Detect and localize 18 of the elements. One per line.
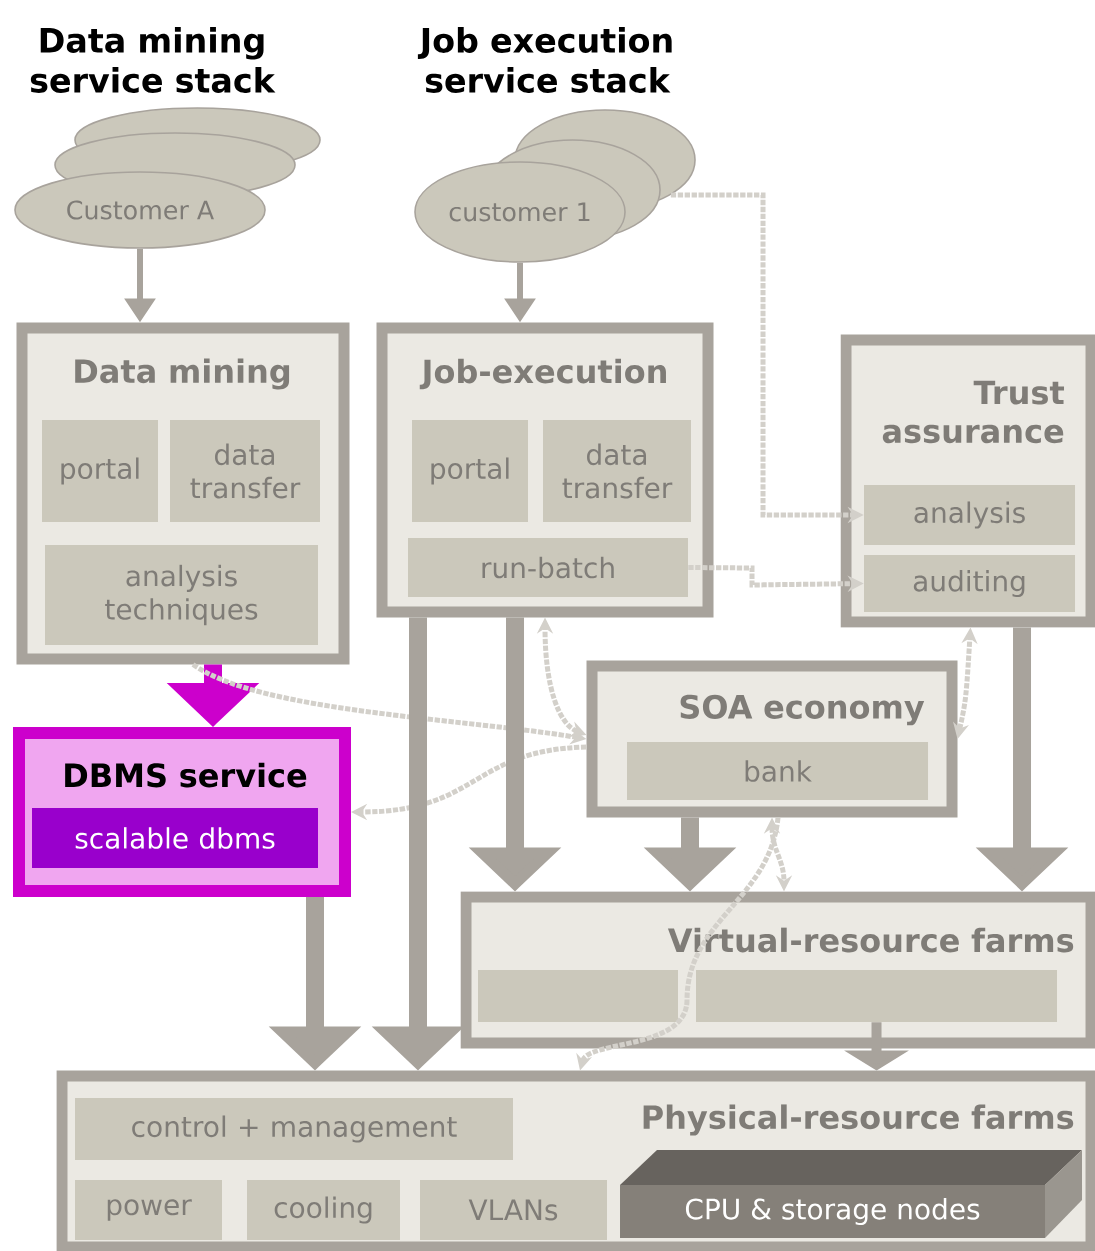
stack-title: Job execution service stack (417, 27, 672, 93)
component-box: scalable dbms (32, 808, 318, 868)
component-box (696, 970, 1057, 1022)
component-box: power (75, 1180, 222, 1240)
component-box: VLANs (420, 1180, 607, 1240)
storage-block: CPU & storage nodes (620, 1150, 1082, 1238)
component-box (478, 970, 678, 1022)
component-box: run-batch (408, 538, 688, 597)
component-box: auditing (864, 555, 1075, 612)
component-box: analysis (864, 485, 1075, 545)
component-box: analysis techniques (45, 545, 318, 645)
component-box: bank (627, 742, 928, 800)
component-box: portal (42, 420, 158, 522)
component-box: cooling (247, 1180, 400, 1240)
component-box: portal (412, 420, 528, 522)
component-box: control + management (75, 1098, 513, 1160)
component-box: data transfer (543, 420, 691, 522)
component-box: data transfer (170, 420, 320, 522)
